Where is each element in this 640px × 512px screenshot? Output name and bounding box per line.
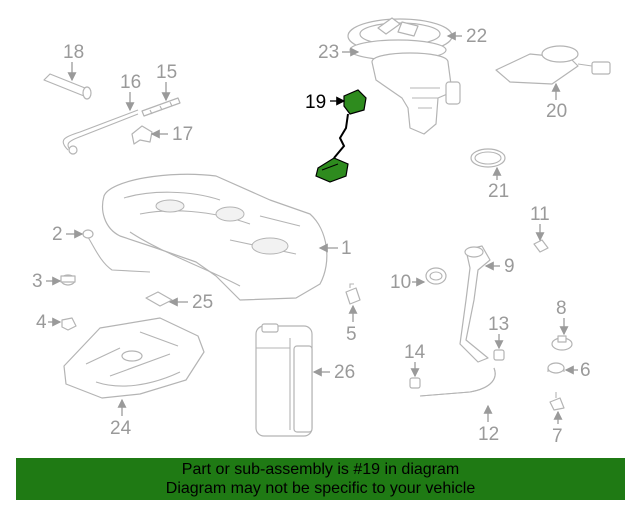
svg-text:1: 1 xyxy=(341,238,352,259)
callout-23: 23 xyxy=(318,42,360,63)
callout-21: 21 xyxy=(488,166,509,202)
part-pump-assembly xyxy=(371,52,461,135)
part-14-clamp xyxy=(409,377,421,389)
callout-10: 10 xyxy=(390,272,426,293)
svg-text:5: 5 xyxy=(346,324,357,345)
svg-text:13: 13 xyxy=(488,314,509,335)
svg-text:3: 3 xyxy=(32,271,43,292)
part-2-strap xyxy=(82,229,151,273)
svg-text:10: 10 xyxy=(390,272,411,293)
banner-line-1: Part or sub-assembly is #19 in diagram xyxy=(181,461,460,478)
callout-14: 14 xyxy=(404,342,426,378)
part-4-nut xyxy=(61,317,77,331)
svg-text:18: 18 xyxy=(63,42,84,63)
svg-text:16: 16 xyxy=(120,72,141,93)
part-13-clamp xyxy=(493,349,505,361)
svg-text:11: 11 xyxy=(530,204,550,225)
callout-19: 19 xyxy=(305,92,346,113)
svg-text:9: 9 xyxy=(504,256,515,277)
part-3-cap xyxy=(60,274,76,286)
part-16-line xyxy=(62,109,139,155)
callout-4: 4 xyxy=(36,312,62,333)
svg-text:22: 22 xyxy=(466,26,487,47)
svg-text:21: 21 xyxy=(488,181,509,202)
part-1-fuel-tank xyxy=(101,173,328,301)
svg-text:23: 23 xyxy=(318,42,339,63)
callout-9: 9 xyxy=(484,256,515,277)
svg-text:20: 20 xyxy=(546,101,567,122)
callout-16: 16 xyxy=(120,72,141,112)
svg-text:12: 12 xyxy=(478,424,499,445)
callout-20: 20 xyxy=(546,82,567,122)
callout-12: 12 xyxy=(478,404,499,445)
part-9-filler-neck xyxy=(459,245,491,363)
part-10-cap xyxy=(425,267,447,285)
parts-diagram: 18 16 15 17 19 22 23 20 21 1 2 3 xyxy=(32,17,611,447)
part-20-bracket xyxy=(495,45,611,85)
callout-26: 26 xyxy=(312,362,355,383)
callout-1: 1 xyxy=(318,238,352,259)
callout-13: 13 xyxy=(488,314,509,350)
callout-2: 2 xyxy=(52,224,84,245)
svg-text:17: 17 xyxy=(172,124,193,145)
callout-7: 7 xyxy=(552,410,563,447)
part-5-bracket xyxy=(345,283,361,305)
part-12-hose xyxy=(419,367,496,397)
svg-text:4: 4 xyxy=(36,312,47,333)
callout-11: 11 xyxy=(530,204,550,242)
svg-text:15: 15 xyxy=(156,62,177,83)
part-7-bolt xyxy=(549,392,565,411)
callout-25: 25 xyxy=(168,292,213,313)
part-6-nut xyxy=(547,362,565,374)
callout-5: 5 xyxy=(346,304,358,345)
svg-text:8: 8 xyxy=(556,298,567,319)
svg-text:26: 26 xyxy=(334,362,355,383)
svg-text:2: 2 xyxy=(52,224,63,245)
part-19-sending-unit xyxy=(315,89,367,183)
callout-18: 18 xyxy=(63,42,84,82)
callout-17: 17 xyxy=(150,124,193,145)
part-18-hose xyxy=(43,73,92,100)
callout-15: 15 xyxy=(156,62,177,102)
part-11-clamp xyxy=(533,239,549,253)
callout-22: 22 xyxy=(446,26,487,47)
part-8-grommet xyxy=(551,335,573,351)
part-17-clip xyxy=(131,125,153,145)
callout-8: 8 xyxy=(556,298,569,336)
svg-text:7: 7 xyxy=(552,426,563,447)
svg-text:19: 19 xyxy=(305,92,326,113)
part-26-canister xyxy=(255,323,313,437)
svg-text:25: 25 xyxy=(192,292,213,313)
part-info-banner: Part or sub-assembly is #19 in diagram D… xyxy=(16,458,625,500)
part-21-oring xyxy=(470,148,506,168)
svg-text:6: 6 xyxy=(580,360,591,381)
part-24-shield xyxy=(63,317,205,399)
part-15-tube xyxy=(141,97,181,117)
part-25-pad xyxy=(145,291,173,307)
callout-3: 3 xyxy=(32,271,62,292)
svg-text:14: 14 xyxy=(404,342,426,363)
svg-text:24: 24 xyxy=(110,418,132,439)
callout-6: 6 xyxy=(564,360,591,381)
banner-line-2: Diagram may not be specific to your vehi… xyxy=(165,480,476,497)
callout-24: 24 xyxy=(110,398,132,439)
